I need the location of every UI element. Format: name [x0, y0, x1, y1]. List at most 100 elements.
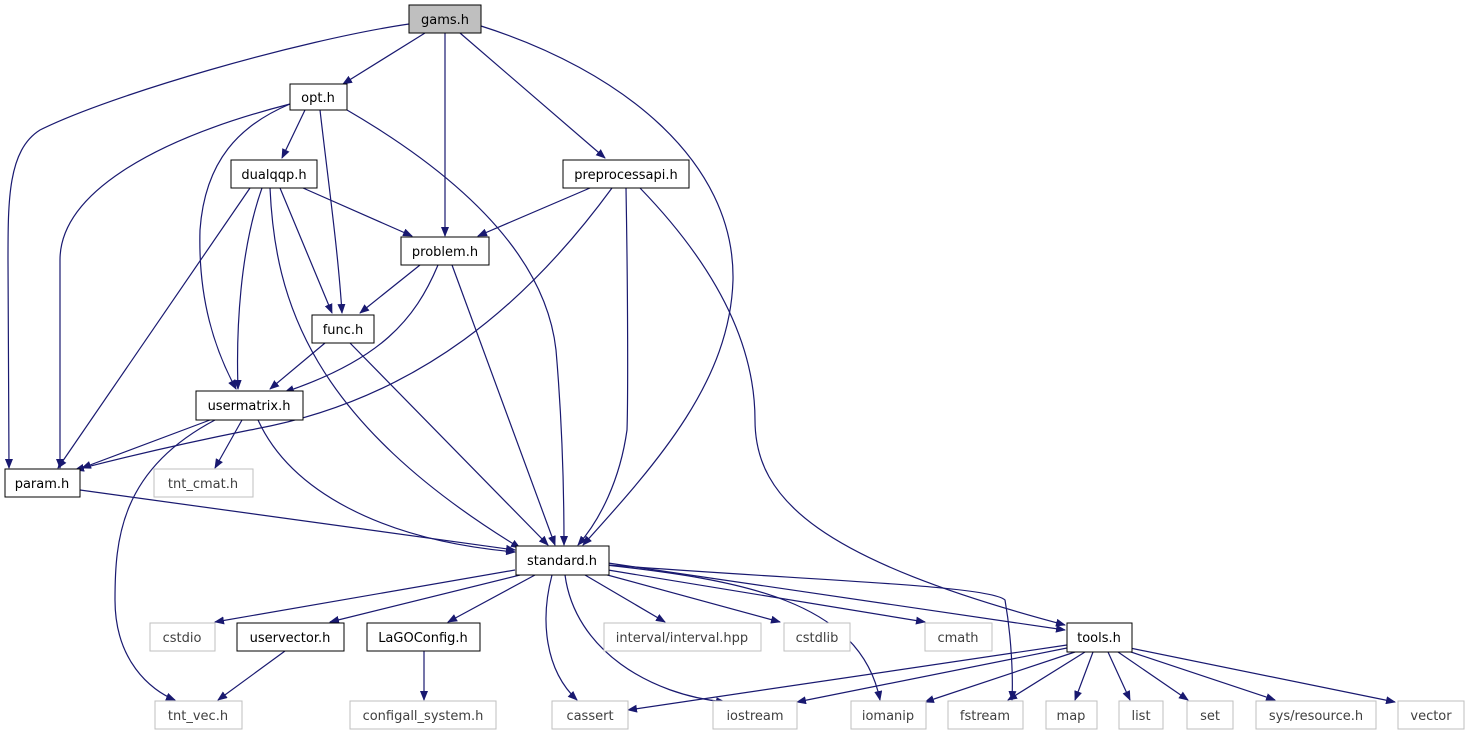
node-problem-label: problem.h — [412, 245, 478, 260]
node-vector[interactable]: vector — [1397, 700, 1465, 730]
node-lagoconfig-label: LaGOConfig.h — [378, 631, 468, 646]
edge-tools-iomanip — [924, 651, 1076, 703]
edge-gams-preprocessapi — [459, 32, 606, 159]
edge-tools-iostream — [796, 647, 1068, 705]
node-opt[interactable]: opt.h — [289, 83, 348, 111]
node-func-label: func.h — [323, 323, 364, 338]
edge-func-usermatrix — [269, 342, 326, 390]
node-standard[interactable]: standard.h — [515, 545, 610, 576]
edge-tools-set — [1117, 651, 1189, 701]
node-uservector-label: uservector.h — [250, 631, 331, 646]
node-param[interactable]: param.h — [4, 468, 81, 498]
edge-preprocessapi-problem — [477, 187, 591, 237]
edge-standard-cassert — [545, 574, 578, 701]
node-configall-label: configall_system.h — [363, 709, 484, 724]
node-gams[interactable]: gams.h — [408, 4, 482, 34]
node-iostream[interactable]: iostream — [712, 700, 798, 730]
edge-standard-fstream — [607, 564, 1017, 701]
node-dualqqp-label: dualqqp.h — [241, 168, 306, 183]
edge-dualqqp-usermatrix — [233, 187, 263, 390]
edge-problem-func — [359, 264, 421, 314]
node-configall[interactable]: configall_system.h — [349, 700, 497, 730]
node-map-label: map — [1057, 709, 1086, 724]
edge-dualqqp-problem — [302, 187, 413, 237]
node-fstream-label: fstream — [960, 709, 1010, 724]
node-list[interactable]: list — [1118, 700, 1164, 730]
node-tnt_vec[interactable]: tnt_vec.h — [154, 700, 243, 730]
node-tnt_vec-label: tnt_vec.h — [168, 709, 228, 724]
edge-dualqqp-func — [279, 187, 333, 314]
edge-uservector-tnt_vec — [217, 650, 286, 701]
edge-gams-standard — [480, 25, 734, 546]
edge-preprocessapi-standard — [577, 187, 629, 546]
edge-standard-cstdio — [214, 569, 516, 625]
edge-tools-vector — [1129, 647, 1396, 705]
edge-problem-standard — [451, 264, 556, 546]
edge-tools-map — [1074, 651, 1094, 701]
edge-usermatrix-standard — [257, 419, 516, 556]
node-usermatrix-label: usermatrix.h — [208, 399, 291, 414]
node-sysresource[interactable]: sys/resource.h — [1255, 700, 1377, 730]
edge-gams-opt — [342, 32, 426, 85]
node-vector-label: vector — [1410, 709, 1452, 724]
edge-gams-param — [4, 23, 410, 469]
node-preprocessapi[interactable]: preprocessapi.h — [562, 159, 690, 189]
edge-usermatrix-param — [81, 419, 211, 469]
node-tools-label: tools.h — [1077, 631, 1121, 646]
edge-standard-lagoconfig — [447, 574, 536, 623]
edge-func-standard — [349, 342, 549, 546]
edge-usermatrix-tnt_vec — [114, 419, 216, 701]
edge-opt-dualqqp — [281, 109, 306, 159]
node-lagoconfig[interactable]: LaGOConfig.h — [366, 622, 481, 652]
node-tools[interactable]: tools.h — [1066, 622, 1133, 653]
edge-standard-iostream — [564, 574, 726, 706]
node-cmath-label: cmath — [937, 631, 978, 646]
edge-dualqqp-standard — [269, 187, 521, 549]
node-uservector[interactable]: uservector.h — [236, 622, 345, 652]
edge-standard-uservector — [329, 574, 521, 624]
edge-opt-standard — [346, 109, 568, 546]
edge-layer — [4, 23, 1396, 713]
edge-preprocessapi-param — [74, 187, 613, 472]
edge-tools-fstream — [1007, 651, 1086, 701]
node-standard-label: standard.h — [527, 554, 597, 569]
edge-problem-usermatrix — [284, 264, 439, 393]
node-fstream[interactable]: fstream — [947, 700, 1024, 730]
node-list-label: list — [1131, 709, 1150, 724]
node-cmath[interactable]: cmath — [924, 622, 993, 652]
edge-param-standard — [79, 489, 516, 553]
edge-opt-usermatrix — [199, 103, 291, 390]
node-tnt_cmat[interactable]: tnt_cmat.h — [153, 468, 254, 498]
node-iomanip[interactable]: iomanip — [850, 700, 927, 730]
edge-standard-iomanip — [605, 564, 883, 701]
edge-standard-interval — [584, 574, 666, 623]
node-dualqqp[interactable]: dualqqp.h — [230, 159, 318, 189]
edge-usermatrix-tnt_cmat — [214, 419, 243, 469]
edge-standard-tools — [607, 562, 1066, 633]
edge-tools-sysresource — [1124, 649, 1276, 701]
edge-tools-cassert — [627, 644, 1068, 713]
node-preprocessapi-label: preprocessapi.h — [574, 168, 677, 183]
edge-preprocessapi-tools — [639, 187, 1066, 627]
node-set[interactable]: set — [1186, 700, 1234, 730]
node-interval[interactable]: interval/interval.hpp — [603, 622, 762, 652]
node-sysresource-label: sys/resource.h — [1269, 709, 1363, 724]
node-cassert-label: cassert — [566, 709, 613, 724]
node-cstdlib[interactable]: cstdlib — [783, 622, 851, 652]
node-problem[interactable]: problem.h — [400, 236, 490, 266]
node-tnt_cmat-label: tnt_cmat.h — [168, 477, 238, 492]
node-cstdio-label: cstdio — [163, 631, 202, 646]
node-param-label: param.h — [15, 477, 70, 492]
node-gams-label: gams.h — [421, 13, 469, 28]
node-cassert[interactable]: cassert — [551, 700, 629, 730]
node-set-label: set — [1200, 709, 1220, 724]
node-map[interactable]: map — [1045, 700, 1098, 730]
node-cstdio[interactable]: cstdio — [149, 622, 216, 652]
node-usermatrix[interactable]: usermatrix.h — [195, 390, 304, 421]
edge-standard-cstdlib — [599, 572, 781, 624]
node-func[interactable]: func.h — [311, 314, 375, 344]
node-interval-label: interval/interval.hpp — [616, 631, 748, 646]
node-iostream-label: iostream — [726, 709, 783, 724]
node-opt-label: opt.h — [301, 91, 335, 106]
